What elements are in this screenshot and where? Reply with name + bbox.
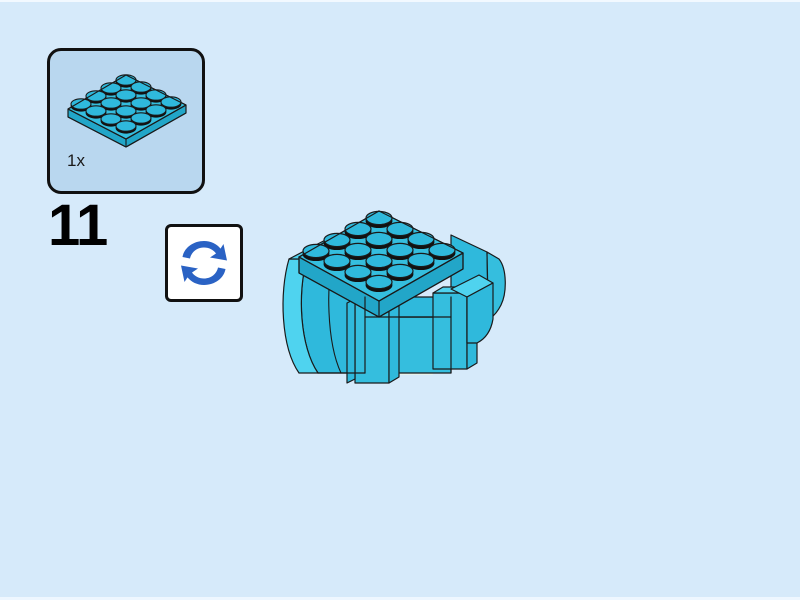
model-assembly-illustration: [282, 210, 506, 384]
step-number: 11: [48, 193, 108, 258]
part-quantity-label: 1x: [67, 151, 85, 170]
part-plate-4x4-illustration: [67, 74, 187, 148]
rotate-model-icon: [181, 241, 227, 285]
parts-callout-box: 1x: [47, 48, 205, 194]
rotate-model-hint-box: [165, 224, 243, 302]
